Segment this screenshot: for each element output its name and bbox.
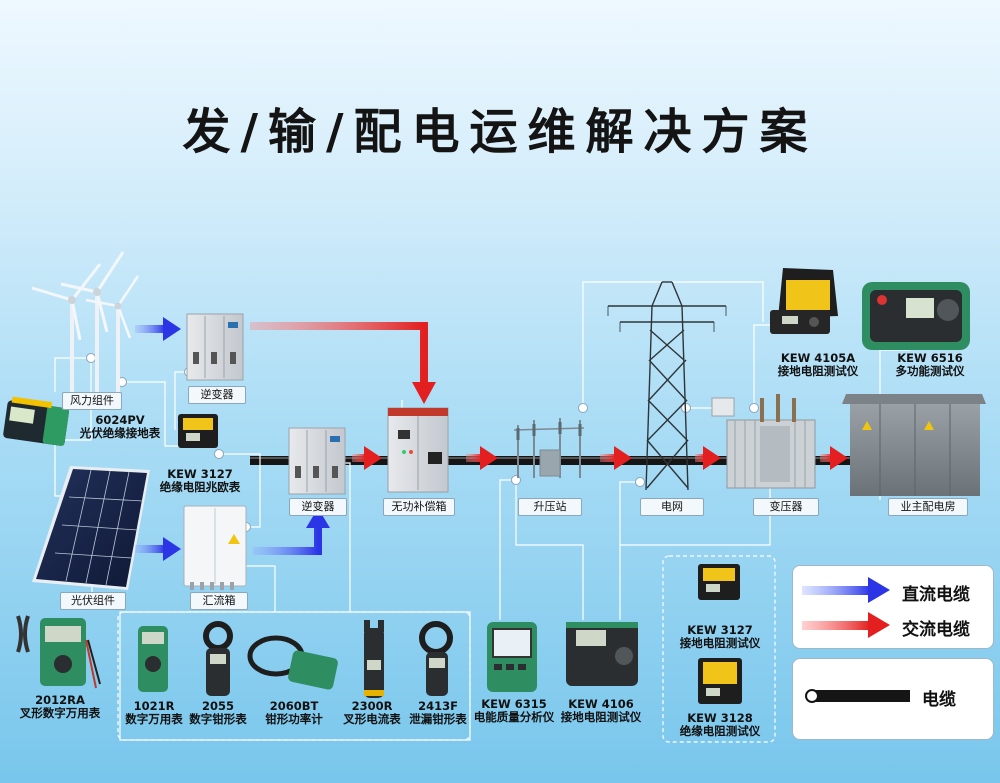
instrument-name: 钳形功率计: [265, 712, 323, 727]
legend-ac-label: 交流电缆: [902, 620, 970, 640]
instrument-name: 接地电阻测试仪: [560, 710, 642, 725]
meter-kew4105a-graphic: [770, 268, 838, 334]
instrument-name: 绝缘电阻测试仪: [679, 724, 761, 739]
instrument-name: 叉形电流表: [343, 712, 401, 727]
instrument-name: 数字钳形表: [189, 712, 247, 727]
transmission-tower-graphic: [607, 281, 727, 491]
dc-arrow-combiner: [253, 508, 330, 555]
instrument-model: 2300R: [351, 699, 393, 713]
legend-cable-swatch: [805, 689, 910, 703]
instrument-model: 2060BT: [269, 699, 319, 713]
instrument-kew3128: KEW 3128 绝缘电阻测试仪: [672, 711, 768, 739]
meter-kew3127-right-graphic: [698, 564, 740, 600]
meter-kew3127-top-graphic: [178, 414, 218, 448]
wind-turbines: [31, 251, 140, 392]
instrument-model: KEW 3127: [167, 467, 233, 481]
meter-kew6315-graphic: [487, 622, 537, 692]
instrument-2300r: 2300R 叉形电流表: [340, 699, 404, 727]
solar-panel: [32, 466, 150, 590]
node-pv-label: 光伏组件: [60, 592, 126, 610]
instrument-kew4106: KEW 4106 接地电阻测试仪: [556, 697, 646, 725]
instrument-model: KEW 6315: [481, 697, 547, 711]
instrument-kew3127-top: KEW 3127 绝缘电阻兆欧表: [150, 467, 250, 495]
instrument-name: 电能质量分析仪: [473, 710, 555, 725]
node-wind-label: 风力组件: [62, 392, 122, 410]
node-compensator-label: 无功补偿箱: [383, 498, 455, 516]
compensator-graphic: [387, 407, 449, 493]
node-inverter2-label: 逆变器: [289, 498, 347, 516]
instrument-name: 叉形数字万用表: [19, 706, 101, 721]
meter-2300r-graphic: [364, 620, 384, 698]
instrument-model: KEW 4106: [568, 697, 634, 711]
instrument-name: 光伏绝缘接地表: [79, 426, 161, 441]
instrument-2060bt: 2060BT 钳形功率计: [262, 699, 326, 727]
meter-kew3128-graphic: [698, 658, 742, 704]
meter-group-panel: [117, 611, 471, 741]
booster-station-graphic: [513, 418, 585, 478]
page-title: 发/输/配电运维解决方案: [182, 104, 818, 160]
substation-house-graphic: [842, 394, 986, 496]
instrument-kew3127-right: KEW 3127 接地电阻测试仪: [672, 623, 768, 651]
transformer-graphic: [711, 394, 816, 489]
instrument-2413f: 2413F 泄漏钳形表: [406, 699, 470, 727]
instrument-kew6516: KEW 6516 多功能测试仪: [880, 351, 980, 379]
dc-arrow-wind: [135, 317, 181, 341]
instrument-kew6315: KEW 6315 电能质量分析仪: [472, 697, 556, 725]
instrument-6024pv: 6024PV 光伏绝缘接地表: [60, 413, 180, 441]
meter-kew4106-graphic: [566, 622, 638, 686]
instrument-1021r: 1021R 数字万用表: [122, 699, 186, 727]
meter-6024pv-graphic: [3, 396, 70, 446]
instrument-name: 接地电阻测试仪: [679, 636, 761, 651]
dc-arrow-pv: [135, 537, 181, 561]
right-tester-panel: [662, 555, 776, 743]
meter-2055-graphic: [203, 621, 233, 696]
meter-kew6516-graphic: [862, 282, 970, 350]
instrument-model: 6024PV: [95, 413, 145, 427]
node-grid-label: 电网: [640, 498, 704, 516]
inverter-2-graphic: [288, 427, 346, 495]
inverter-1-graphic: [186, 313, 244, 381]
instrument-name: 泄漏钳形表: [409, 712, 467, 727]
legend-dc-label: 直流电缆: [902, 585, 970, 605]
node-substation-label: 业主配电房: [888, 498, 968, 516]
node-inverter1-label: 逆变器: [188, 386, 246, 404]
node-transformer-label: 变压器: [753, 498, 819, 516]
ac-arrows-flow: [352, 446, 848, 470]
instrument-kew4105a: KEW 4105A 接地电阻测试仪: [768, 351, 868, 379]
instrument-model: KEW 4105A: [780, 351, 856, 365]
instrument-name: 数字万用表: [125, 712, 183, 727]
instrument-2012ra: 2012RA 叉形数字万用表: [8, 693, 112, 721]
instrument-model: 1021R: [133, 699, 175, 713]
meter-2012ra-graphic: [16, 615, 101, 689]
node-booster-label: 升压站: [518, 498, 582, 516]
node-combiner-label: 汇流箱: [190, 592, 248, 610]
instrument-model: 2055: [201, 699, 234, 713]
meter-2060bt-graphic: [247, 635, 338, 690]
instrument-model: KEW 3127: [687, 623, 753, 637]
legend-ac-arrow: [802, 612, 890, 638]
instrument-model: 2012RA: [35, 693, 85, 707]
instrument-name: 绝缘电阻兆欧表: [159, 480, 241, 495]
meter-2413f-graphic: [419, 621, 453, 696]
instrument-name: 接地电阻测试仪: [777, 364, 859, 379]
legend-dc-arrow: [802, 577, 890, 603]
ac-arrow-inverter1: [250, 322, 436, 404]
instrument-model: KEW 6516: [897, 351, 963, 365]
instrument-name: 多功能测试仪: [895, 364, 965, 379]
legend-cable-label: 电缆: [922, 690, 956, 710]
combiner-box-graphic: [183, 505, 247, 590]
meter-1021r-graphic: [138, 626, 168, 692]
instrument-2055: 2055 数字钳形表: [186, 699, 250, 727]
instrument-model: KEW 3128: [687, 711, 753, 725]
instrument-model: 2413F: [418, 699, 458, 713]
